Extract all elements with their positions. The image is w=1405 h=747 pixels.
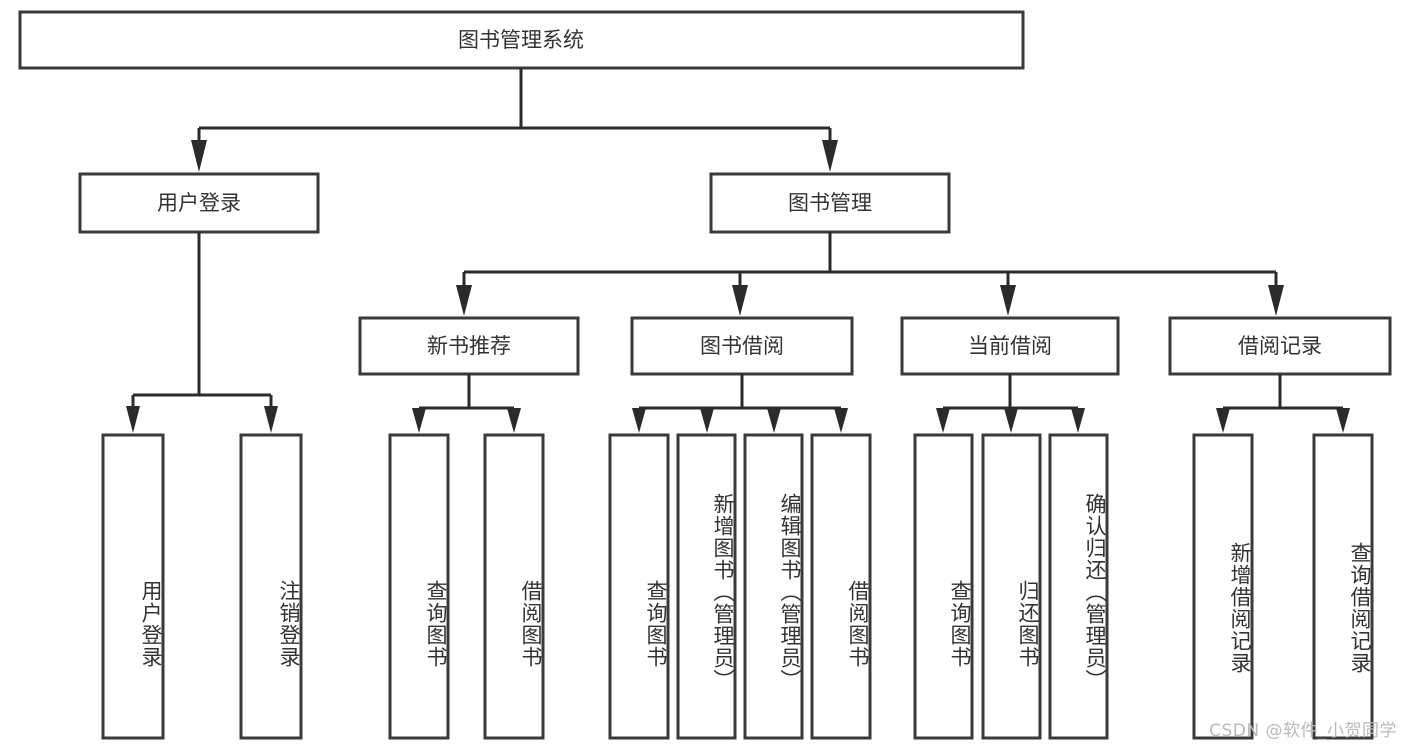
node-borrow-record-label: 借阅记录 xyxy=(1238,334,1322,358)
node-book-borrow[interactable]: 图书借阅 xyxy=(630,316,854,376)
node-book-borrow-box xyxy=(630,316,854,376)
leaf-box-query-borrow-record[interactable] xyxy=(1312,433,1374,740)
connector-borrow-record-to-leaves xyxy=(1216,374,1350,433)
connector-book-management-to-level3 xyxy=(456,232,1284,316)
node-root-label: 图书管理系统 xyxy=(458,28,584,52)
leaf-box-add-book-admin[interactable] xyxy=(676,433,737,740)
arrow-head-leaf-borrow-book-recommend xyxy=(507,408,521,433)
leaf-box-query-book-borrow[interactable] xyxy=(608,433,670,740)
arrow-head-new-book-recommend xyxy=(456,285,472,316)
arrow-head-leaf-query-book-borrow xyxy=(632,408,646,433)
node-user-login[interactable]: 用户登录 xyxy=(78,172,320,234)
node-new-book-recommend-label: 新书推荐 xyxy=(427,334,511,358)
arrow-head-leaf-logout-login xyxy=(264,406,278,433)
arrow-head-leaf-add-borrow-record xyxy=(1216,408,1230,433)
arrow-head-borrow-record xyxy=(1268,285,1284,316)
arrow-head-leaf-edit-book-admin xyxy=(767,408,781,433)
connector-new-book-recommend-to-leaves xyxy=(412,374,521,433)
node-book-management-box xyxy=(709,172,951,234)
leaf-box-query-book-current[interactable] xyxy=(913,433,974,740)
node-book-management[interactable]: 图书管理 xyxy=(709,172,951,234)
node-borrow-record-box xyxy=(1168,316,1392,376)
arrow-head-leaf-return-book xyxy=(1004,408,1018,433)
csdn-watermark: CSDN @软件_小贺同学 xyxy=(1209,721,1397,741)
arrow-head-leaf-query-book-current xyxy=(936,408,950,433)
node-borrow-record[interactable]: 借阅记录 xyxy=(1168,316,1392,376)
leaf-box-edit-book-admin[interactable] xyxy=(743,433,804,740)
node-new-book-recommend[interactable]: 新书推荐 xyxy=(358,316,580,376)
leaf-box-confirm-return-admin[interactable] xyxy=(1048,433,1109,740)
connector-root-to-level2 xyxy=(191,68,838,172)
arrow-head-user-login xyxy=(191,140,207,172)
leaf-box-query-book-recommend[interactable] xyxy=(388,433,450,740)
arrow-head-leaf-add-book-admin xyxy=(700,408,714,433)
arrow-head-leaf-borrow-book xyxy=(834,408,848,433)
leaf-box-add-borrow-record[interactable] xyxy=(1192,433,1254,740)
node-root[interactable]: 图书管理系统 xyxy=(18,10,1025,70)
arrow-head-leaf-user-login xyxy=(126,406,140,433)
arrow-head-leaf-query-borrow-record xyxy=(1336,408,1350,433)
node-current-borrow-box xyxy=(900,316,1120,376)
node-current-borrow-label: 当前借阅 xyxy=(968,334,1052,358)
leaf-box-user-login[interactable] xyxy=(101,433,165,740)
node-book-borrow-label: 图书借阅 xyxy=(700,334,784,358)
connector-user-login-to-leaves xyxy=(126,232,278,433)
connector-book-borrow-to-leaves xyxy=(632,374,848,433)
arrow-head-leaf-confirm-return-admin xyxy=(1071,408,1085,433)
leaf-box-logout-login[interactable] xyxy=(239,433,303,740)
node-current-borrow[interactable]: 当前借阅 xyxy=(900,316,1120,376)
leaf-box-borrow-book[interactable] xyxy=(810,433,872,740)
node-book-management-label: 图书管理 xyxy=(788,191,872,215)
arrow-head-leaf-query-book-recommend xyxy=(412,408,426,433)
connector-current-borrow-to-leaves xyxy=(936,374,1085,433)
node-user-login-label: 用户登录 xyxy=(157,191,241,215)
arrow-head-current-borrow xyxy=(1000,285,1016,316)
node-root-box xyxy=(18,10,1025,70)
leaf-box-borrow-book-recommend[interactable] xyxy=(483,433,545,740)
node-new-book-recommend-box xyxy=(358,316,580,376)
arrow-head-book-borrow xyxy=(732,285,748,316)
leaf-box-return-book[interactable] xyxy=(981,433,1042,740)
arrow-head-book-management xyxy=(822,140,838,172)
